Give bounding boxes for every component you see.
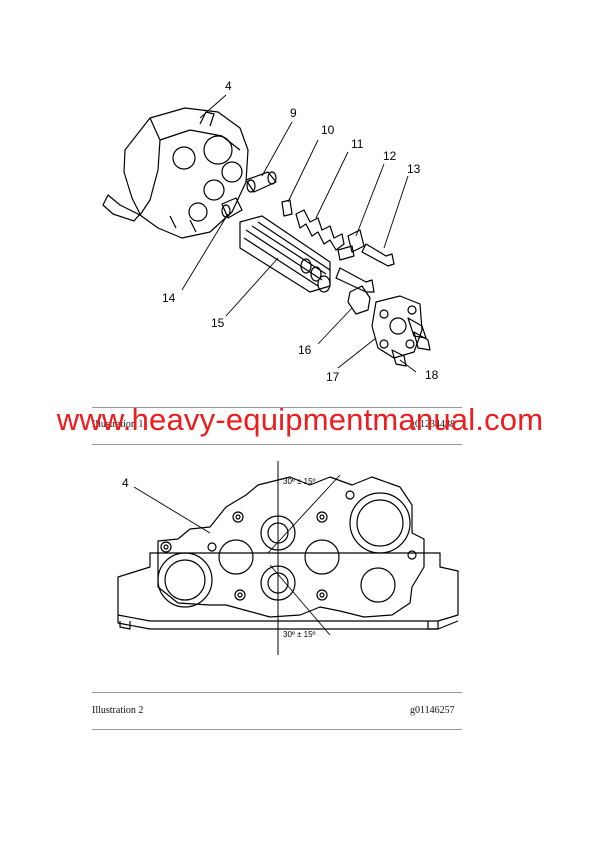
callout-4: 4 <box>225 79 232 93</box>
callout-17: 17 <box>326 370 340 384</box>
callout-18: 18 <box>425 368 439 382</box>
callout-12: 12 <box>383 149 397 163</box>
caption-rule-bottom-1 <box>92 444 462 445</box>
caption-rule-top-1 <box>92 407 462 408</box>
callout-15: 15 <box>211 316 225 330</box>
housing-face-diagram: 4 30º ± 15º 30º ± 15º <box>117 461 459 655</box>
caption-rule-bottom-2 <box>92 729 462 730</box>
callout-4-housing: 4 <box>122 476 129 490</box>
illustration-1-label: Illustration 1 <box>92 419 144 430</box>
callout-16: 16 <box>298 343 312 357</box>
callout-11: 11 <box>351 137 364 151</box>
callout-14: 14 <box>162 291 176 305</box>
callout-9: 9 <box>290 106 297 120</box>
caption-rule-top-2 <box>92 692 462 693</box>
illustration-2-label: Illustration 2 <box>92 705 144 716</box>
callout-13: 13 <box>407 162 421 176</box>
illustration-2-id: g01146257 <box>410 705 455 716</box>
watermark-url: www.heavy-equipmentmanual.com <box>56 402 544 437</box>
angle-spec-bottom: 30º ± 15º <box>283 630 316 639</box>
callout-10: 10 <box>321 123 335 137</box>
illustration-1-id: g01234488 <box>410 419 455 430</box>
exploded-pump-diagram: 4 9 10 11 12 13 14 15 16 17 18 <box>102 79 439 384</box>
angle-spec-top: 30º ± 15º <box>283 477 316 486</box>
